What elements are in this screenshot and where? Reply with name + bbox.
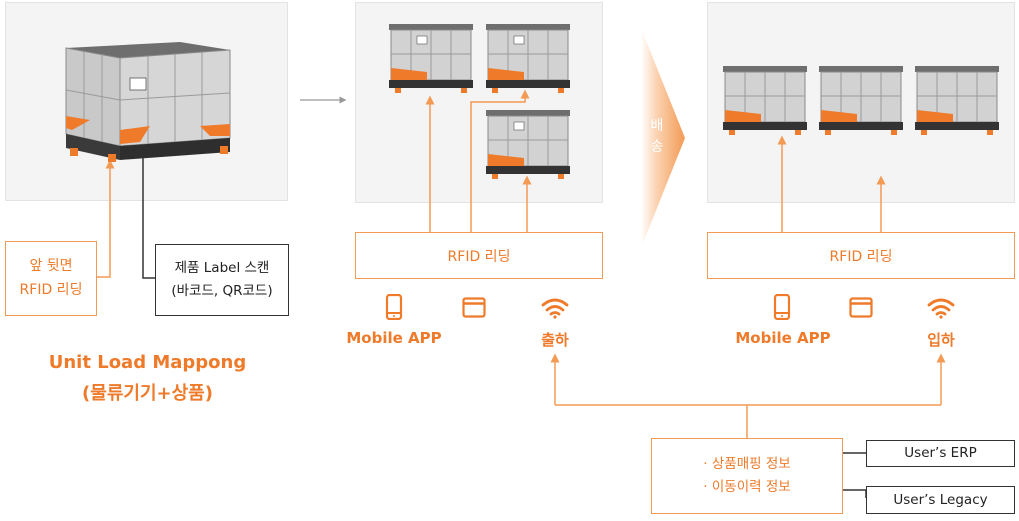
container-right-3	[915, 66, 999, 135]
browser-window-icon	[849, 297, 873, 318]
front-back-rfid-box: 앞 뒷면 RFID 리딩	[5, 241, 97, 316]
middle-rfid-box: RFID 리딩	[355, 232, 603, 279]
browser-window-icon	[462, 297, 486, 318]
user-erp-box: User’s ERP	[866, 440, 1015, 467]
user-legacy-box: User’s Legacy	[866, 486, 1015, 514]
container-right-2	[819, 66, 903, 135]
container-mid-2	[486, 24, 570, 93]
wifi-icon	[541, 298, 569, 319]
right-rfid-box: RFID 리딩	[707, 232, 1015, 279]
mapping-info-box: · 상품매핑 정보 · 이동이력 정보	[651, 438, 843, 514]
container-mid-1	[389, 24, 473, 93]
delivery-arrow-label: 배 송	[650, 118, 664, 155]
label-scan-box: 제품 Label 스캔 (바코드, QR코드)	[155, 244, 289, 316]
unit-load-title: Unit Load Mappong (물류기기+상품)	[48, 352, 247, 404]
large-container-illustration	[65, 42, 231, 162]
wifi-icon	[927, 298, 955, 319]
mobile-phone-icon	[385, 294, 403, 320]
container-right-1	[723, 66, 807, 135]
shipping-label: 출하	[541, 331, 569, 349]
mobile-phone-icon	[773, 294, 791, 320]
container-mid-3	[486, 110, 570, 179]
middle-mobile-app-label: Mobile APP	[346, 329, 442, 347]
receiving-label: 입하	[927, 331, 955, 349]
right-mobile-app-label: Mobile APP	[735, 329, 831, 347]
